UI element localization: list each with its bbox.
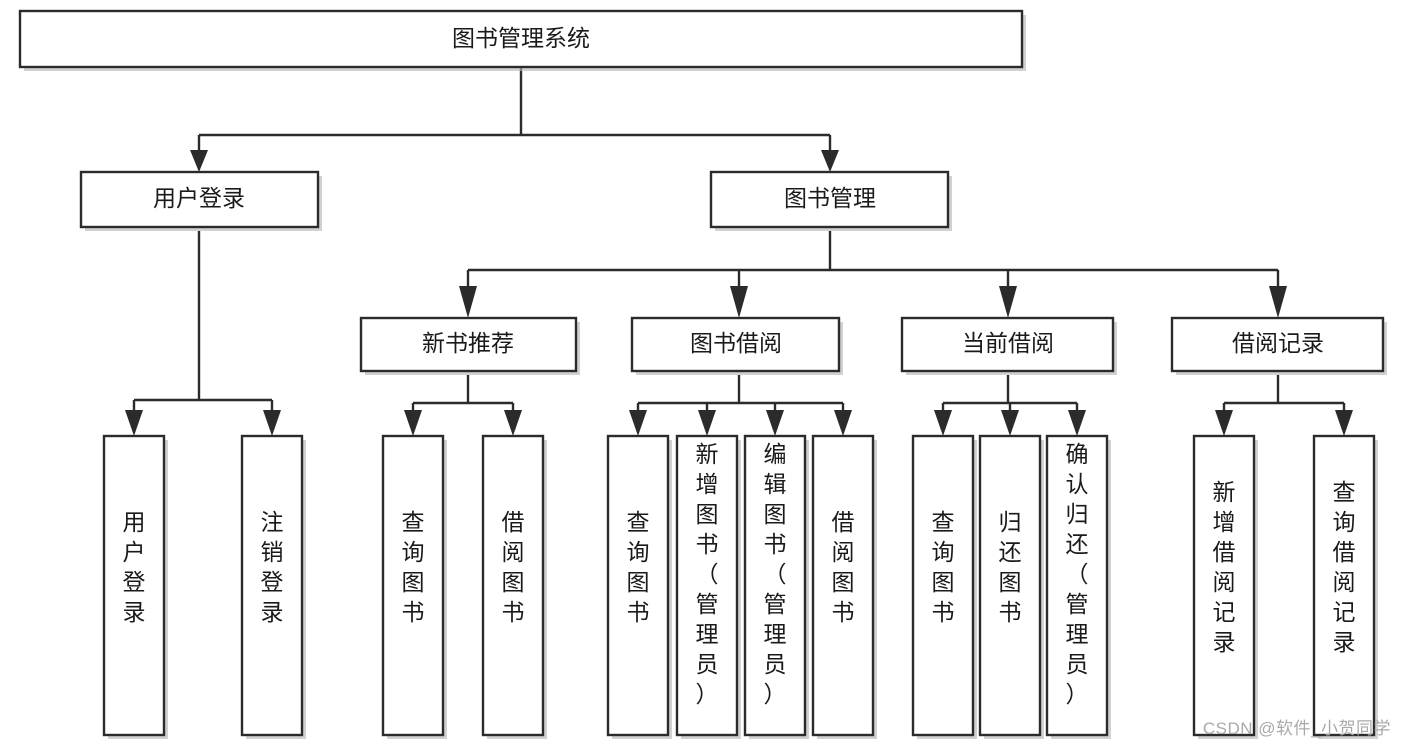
node-new-book-rec[interactable]: 新书推荐 — [359, 316, 580, 375]
arrow-icon-to-leaf-borrow-book-b — [834, 410, 852, 436]
node-user-login[interactable]: 用户登录 — [79, 170, 322, 231]
node-book-borrow-label: 图书借阅 — [690, 330, 782, 356]
leaf-query-book-c-rect[interactable] — [911, 434, 975, 737]
node-borrow-record[interactable]: 借阅记录 — [1170, 316, 1387, 375]
leaf-query-book-b-label: 查询图书 — [627, 509, 650, 625]
node-book-manage-rect[interactable] — [709, 170, 950, 229]
leaf-add-borrow-record-label: 新增借阅记录 — [1213, 479, 1236, 655]
arrow-icon-to-new-book-rec — [459, 286, 477, 318]
node-current-borrow[interactable]: 当前借阅 — [900, 316, 1117, 375]
leaf-borrow-book-b-label: 借阅图书 — [832, 509, 855, 625]
leaf-query-book-a-rect[interactable] — [381, 434, 445, 737]
arrow-icon-to-leaf-query-book-b — [629, 410, 647, 436]
node-new-book-rec-label: 新书推荐 — [422, 330, 514, 356]
connector-group-root-to-level2 — [190, 67, 839, 172]
node-new-book-rec-rect[interactable] — [359, 316, 578, 373]
node-borrow-record-label: 借阅记录 — [1232, 330, 1324, 356]
leaf-edit-book-admin-rect[interactable] — [743, 434, 807, 737]
leaf-query-borrow-record[interactable]: 查询借阅记录 — [1312, 434, 1378, 739]
arrow-icon-to-borrow-record — [1269, 286, 1287, 318]
leaf-return-book-label: 归还图书 — [999, 509, 1022, 625]
leaf-confirm-return-admin[interactable]: 确认归还（管理员） — [1045, 434, 1111, 739]
connector-group-book-borrow-to-leaves — [629, 375, 852, 436]
arrow-icon-to-current-borrow — [999, 286, 1017, 318]
arrow-icon-root-to-user-login — [190, 150, 208, 172]
leaf-logout-login-rect[interactable] — [240, 434, 304, 737]
arrow-icon-to-leaf-user-login — [125, 410, 143, 436]
arrow-icon-to-leaf-query-borrow-record — [1335, 410, 1353, 436]
leaf-query-borrow-record-rect[interactable] — [1312, 434, 1376, 737]
leaf-query-book-c[interactable]: 查询图书 — [911, 434, 977, 739]
leaf-query-book-b-rect[interactable] — [606, 434, 670, 737]
node-user-login-rect[interactable] — [79, 170, 320, 229]
node-root-label: 图书管理系统 — [452, 25, 590, 51]
node-book-manage[interactable]: 图书管理 — [709, 170, 952, 231]
node-book-borrow-rect[interactable] — [630, 316, 841, 373]
leaf-logout-login[interactable]: 注销登录 — [240, 434, 306, 739]
leaf-user-login-label: 用户登录 — [123, 509, 146, 625]
leaf-return-book-rect[interactable] — [978, 434, 1042, 737]
leaf-query-book-c-label: 查询图书 — [932, 509, 955, 625]
leaf-query-book-a-label: 查询图书 — [402, 509, 425, 625]
node-user-login-label: 用户登录 — [153, 185, 245, 211]
node-current-borrow-rect[interactable] — [900, 316, 1115, 373]
leaf-borrow-book-a-label: 借阅图书 — [502, 509, 525, 625]
arrow-icon-to-book-borrow — [730, 286, 748, 318]
arrow-icon-to-leaf-return-book — [1001, 410, 1019, 436]
connector-group-borrow-record-to-leaves — [1215, 375, 1353, 436]
leaf-borrow-book-a[interactable]: 借阅图书 — [481, 434, 547, 739]
connector-group-user-login-to-leaves — [125, 231, 281, 436]
arrow-icon-to-leaf-add-book-admin — [698, 410, 716, 436]
node-current-borrow-label: 当前借阅 — [962, 330, 1054, 356]
csdn-watermark: CSDN @软件_小贺同学 — [1202, 719, 1391, 738]
leaf-add-book-admin-label: 新增图书（管理员） — [696, 441, 719, 707]
node-root-title[interactable]: 图书管理系统 — [18, 9, 1026, 71]
leaf-confirm-return-admin-rect[interactable] — [1045, 434, 1109, 737]
leaf-borrow-book-b[interactable]: 借阅图书 — [811, 434, 877, 739]
leaf-add-book-admin[interactable]: 新增图书（管理员） — [675, 434, 741, 739]
leaf-edit-book-admin-label: 编辑图书（管理员） — [764, 441, 787, 707]
arrow-icon-to-leaf-borrow-book-a — [504, 410, 522, 436]
arrow-icon-to-leaf-query-book-a — [404, 410, 422, 436]
node-book-manage-label: 图书管理 — [784, 185, 876, 211]
arrow-icon-to-leaf-edit-book-admin — [766, 410, 784, 436]
connector-group-current-borrow-to-leaves — [934, 375, 1086, 436]
leaf-return-book[interactable]: 归还图书 — [978, 434, 1044, 739]
leaf-query-borrow-record-label: 查询借阅记录 — [1333, 479, 1356, 655]
arrow-icon-to-leaf-query-book-c — [934, 410, 952, 436]
arrow-icon-to-leaf-add-borrow-record — [1215, 410, 1233, 436]
leaf-confirm-return-admin-label: 确认归还（管理员） — [1066, 441, 1089, 707]
leaf-borrow-book-a-rect[interactable] — [481, 434, 545, 737]
leaf-query-book-a[interactable]: 查询图书 — [381, 434, 447, 739]
leaf-borrow-book-b-rect[interactable] — [811, 434, 875, 737]
node-borrow-record-rect[interactable] — [1170, 316, 1385, 373]
arrow-icon-to-leaf-confirm-return — [1068, 410, 1086, 436]
leaf-query-book-b[interactable]: 查询图书 — [606, 434, 672, 739]
leaf-add-book-admin-rect[interactable] — [675, 434, 739, 737]
leaf-logout-login-label: 注销登录 — [261, 509, 284, 625]
connector-group-new-book-rec-to-leaves — [404, 375, 522, 436]
leaf-user-login-rect[interactable] — [102, 434, 166, 737]
leaf-edit-book-admin[interactable]: 编辑图书（管理员） — [743, 434, 809, 739]
node-book-borrow[interactable]: 图书借阅 — [630, 316, 843, 375]
leaf-user-login[interactable]: 用户登录 — [102, 434, 168, 739]
leaf-add-borrow-record[interactable]: 新增借阅记录 — [1192, 434, 1258, 739]
node-root-rect[interactable] — [18, 9, 1024, 69]
leaf-add-borrow-record-rect[interactable] — [1192, 434, 1256, 737]
arrow-icon-to-leaf-logout-login — [263, 410, 281, 436]
connector-group-book-manage-to-level3 — [459, 231, 1287, 318]
arrow-icon-root-to-book-manage — [821, 150, 839, 172]
